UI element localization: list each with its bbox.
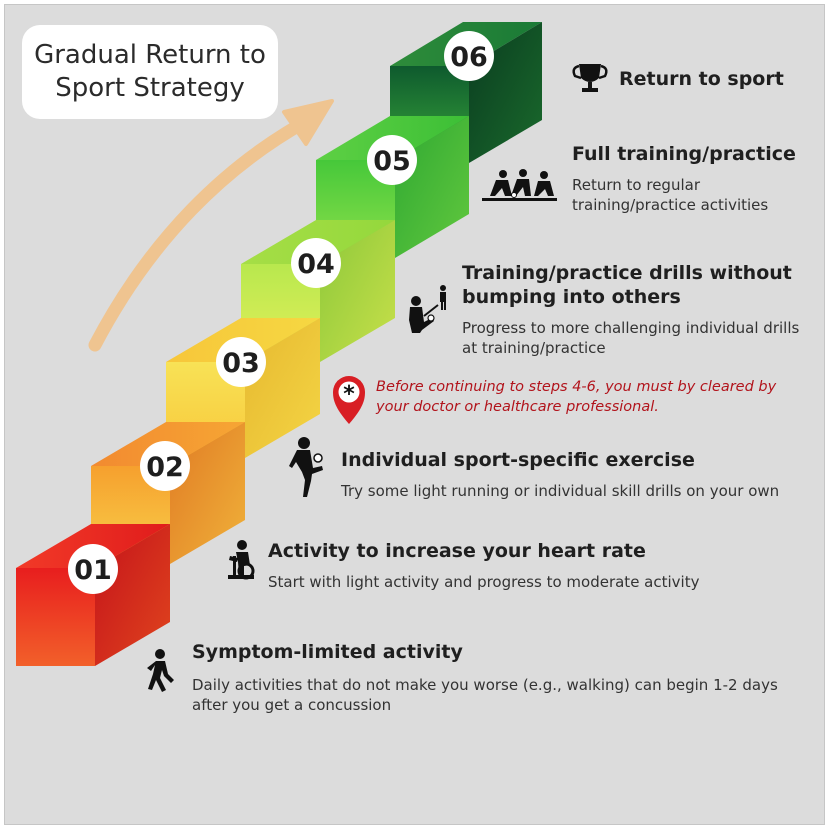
svg-text:*: *: [343, 382, 355, 407]
step-02-heading: Activity to increase your heart rate: [268, 540, 646, 562]
step-04-heading-line-2: bumping into others: [462, 286, 681, 308]
svg-text:01: 01: [74, 555, 112, 586]
step-number-badge: 05: [367, 135, 417, 185]
walking-person-icon: [147, 649, 174, 692]
title-line-1: Gradual Return to: [34, 40, 266, 70]
step-01-desc-line-2: after you get a concussion: [192, 696, 392, 714]
clearance-warning-line-1: Before continuing to steps 4-6, you must…: [376, 379, 777, 395]
trophy-icon: [572, 64, 608, 92]
step-02-desc-line-1: Start with light activity and progress t…: [268, 573, 700, 591]
title-box: Gradual Return to Sport Strategy: [22, 25, 278, 119]
team-practice-icon: [482, 169, 557, 201]
svg-text:04: 04: [297, 249, 335, 280]
curved-arrow-icon: [88, 111, 319, 352]
svg-text:03: 03: [222, 348, 260, 379]
step-number-badge: 03: [216, 337, 266, 387]
step-05-desc-line-1: Return to regular: [572, 176, 700, 194]
step-01-heading: Symptom-limited activity: [192, 641, 463, 663]
step-05-heading: Full training/practice: [572, 143, 796, 165]
svg-text:06: 06: [450, 42, 488, 73]
arrow-head: [282, 99, 334, 146]
drill-players-icon: [409, 285, 446, 333]
svg-text:05: 05: [373, 146, 411, 177]
step-05-desc-line-2: training/practice activities: [572, 196, 769, 214]
step-01-desc-line-1: Daily activities that do not make you wo…: [192, 676, 778, 694]
step-number-badge: 02: [140, 441, 190, 491]
title-line-2: Sport Strategy: [55, 73, 245, 103]
juggling-player-icon: [289, 437, 323, 497]
step-number-badge: 04: [291, 238, 341, 288]
step-04-desc-line-2: at training/practice: [462, 339, 606, 357]
step-06-heading: Return to sport: [619, 68, 784, 90]
clearance-warning-line-2: your doctor or healthcare professional.: [376, 399, 659, 415]
step-04-heading-line-1: Training/practice drills without: [462, 262, 792, 284]
step-04-desc-line-1: Progress to more challenging individual …: [462, 319, 800, 337]
step-03-heading: Individual sport-specific exercise: [341, 449, 695, 471]
location-pin-asterisk-icon: *: [333, 376, 365, 424]
step-number-badge: 06: [444, 31, 494, 81]
step-03-desc-line-1: Try some light running or individual ski…: [341, 482, 780, 500]
svg-text:02: 02: [146, 452, 184, 483]
exercise-bike-icon: [228, 540, 255, 580]
step-number-badge: 01: [68, 544, 118, 594]
